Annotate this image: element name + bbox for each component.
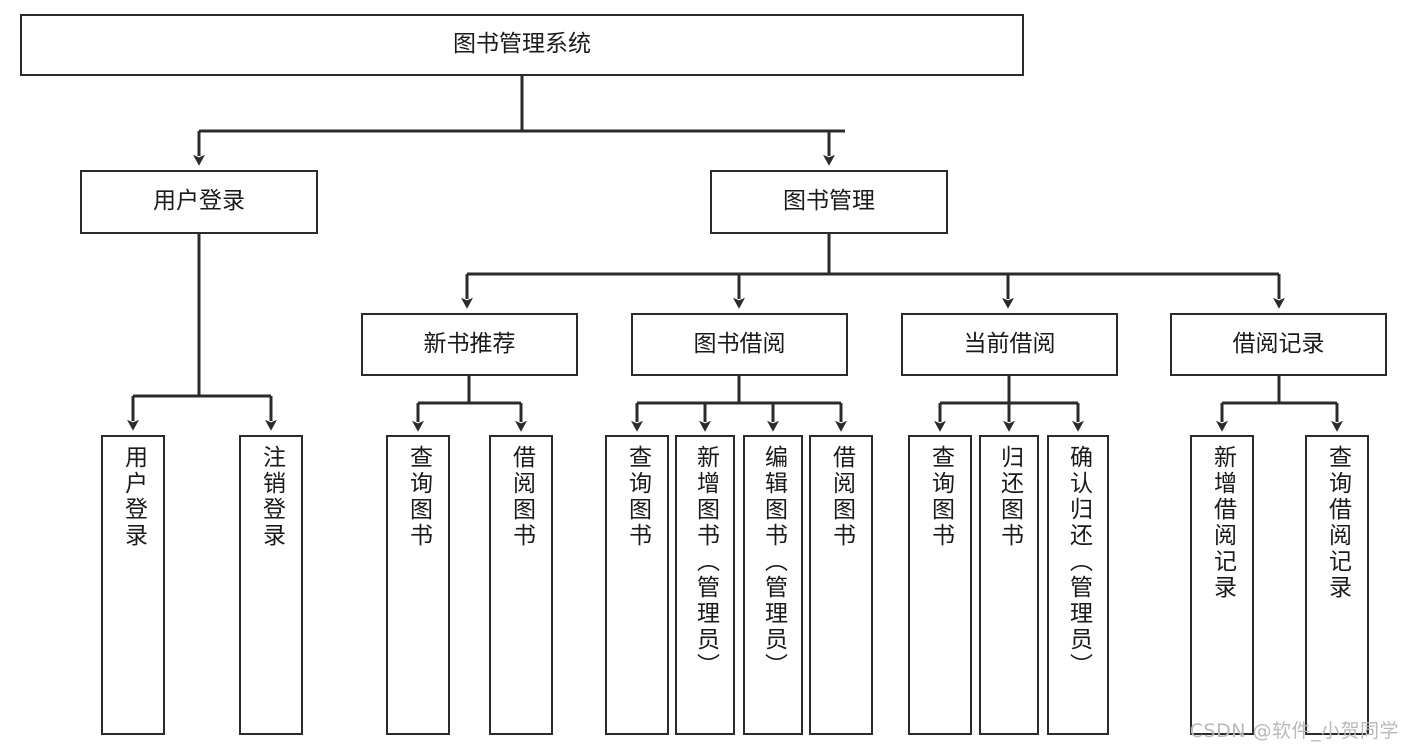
leaf-query-borrow-record[interactable]: 查询借阅记录 (1305, 435, 1369, 735)
node-label: 新增图书（管理员） (692, 445, 719, 679)
leaf-edit-book[interactable]: 编辑图书（管理员） (743, 435, 803, 735)
leaf-query-book-current[interactable]: 查询图书 (908, 435, 972, 735)
node-label: 借阅图书 (828, 445, 855, 549)
node-label: 当前借阅 (963, 330, 1056, 357)
node-label: 用户登录 (120, 445, 147, 549)
node-label: 新书推荐 (423, 330, 516, 357)
node-user-login[interactable]: 用户登录 (80, 170, 318, 234)
node-root-system[interactable]: 图书管理系统 (20, 14, 1024, 76)
node-label: 归还图书 (996, 445, 1023, 549)
leaf-borrow-book-recommend[interactable]: 借阅图书 (489, 435, 553, 735)
csdn-watermark: CSDN @软件_小贺同学 (1189, 720, 1399, 742)
leaf-query-book-borrow[interactable]: 查询图书 (605, 435, 669, 735)
node-label: 图书管理系统 (453, 31, 591, 58)
node-label: 图书借阅 (693, 330, 786, 357)
node-label: 查询图书 (624, 445, 651, 549)
node-current-borrow[interactable]: 当前借阅 (901, 313, 1118, 376)
node-label: 借阅图书 (508, 445, 535, 549)
leaf-confirm-return[interactable]: 确认归还（管理员） (1047, 435, 1109, 735)
node-label: 查询借阅记录 (1324, 445, 1351, 601)
leaf-user-login[interactable]: 用户登录 (101, 435, 165, 735)
leaf-add-borrow-record[interactable]: 新增借阅记录 (1190, 435, 1254, 735)
node-label: 确认归还（管理员） (1065, 445, 1092, 679)
node-label: 查询图书 (405, 445, 432, 549)
node-label: 编辑图书（管理员） (760, 445, 787, 679)
node-label: 查询图书 (927, 445, 954, 549)
node-book-manage[interactable]: 图书管理 (710, 170, 948, 234)
node-label: 用户登录 (153, 188, 245, 215)
leaf-query-book-recommend[interactable]: 查询图书 (386, 435, 450, 735)
node-borrow-record[interactable]: 借阅记录 (1170, 313, 1387, 376)
leaf-return-book[interactable]: 归还图书 (979, 435, 1039, 735)
node-label: 借阅记录 (1232, 330, 1325, 357)
node-label: 新增借阅记录 (1209, 445, 1236, 601)
node-label: 注销登录 (258, 445, 285, 549)
node-label: 图书管理 (783, 188, 875, 215)
leaf-logout-login[interactable]: 注销登录 (239, 435, 303, 735)
leaf-borrow-book[interactable]: 借阅图书 (809, 435, 873, 735)
node-book-borrow[interactable]: 图书借阅 (631, 313, 848, 376)
node-new-book-recommend[interactable]: 新书推荐 (361, 313, 578, 376)
leaf-add-book[interactable]: 新增图书（管理员） (675, 435, 735, 735)
